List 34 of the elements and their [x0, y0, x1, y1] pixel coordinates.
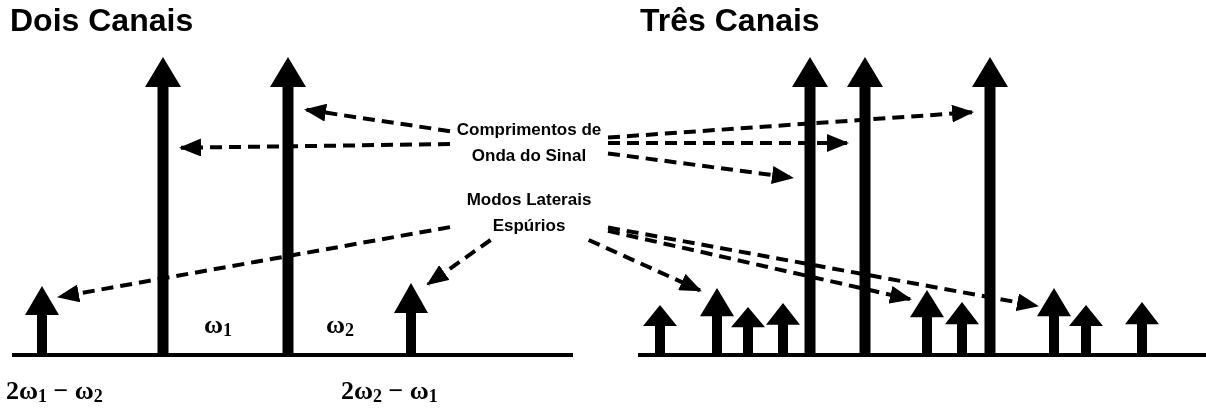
- frequency-label: 2ω$_{2}$ − ω$_{1}$: [341, 376, 438, 406]
- dashed-arrow: [426, 238, 492, 286]
- spectral-line-icon: [792, 57, 828, 355]
- callout-label: Comprimentos de Onda do Sinal: [450, 116, 608, 170]
- spectral-line-icon: [731, 307, 765, 355]
- spectral-line-icon: [700, 288, 734, 355]
- spectral-line-icon: [910, 290, 944, 355]
- dashed-arrow: [179, 138, 451, 157]
- dashed-arrow: [608, 134, 849, 152]
- spectral-line-icon: [270, 57, 306, 355]
- spectral-line-icon: [643, 305, 677, 355]
- dashed-arrow: [607, 151, 794, 184]
- spectral-line-icon: [25, 286, 59, 355]
- spectral-line-icon: [766, 303, 800, 355]
- frequency-label: 2ω$_{1}$ − ω$_{2}$: [6, 376, 103, 406]
- dashed-arrow: [607, 104, 974, 140]
- dashed-arrow: [607, 225, 1039, 312]
- spectral-line-icon: [1069, 305, 1103, 355]
- panel-title: Três Canais: [640, 2, 820, 38]
- callout-label: Modos Laterais Espúrios: [450, 186, 608, 240]
- dashed-arrow: [587, 238, 702, 293]
- dashed-arrow: [607, 228, 912, 304]
- dashed-arrow: [304, 103, 451, 134]
- panel-title: Dois Canais: [10, 2, 194, 38]
- frequency-label: ω$_{2}$: [326, 310, 354, 340]
- spectral-line-icon: [847, 57, 883, 355]
- spectral-line-icon: [945, 302, 979, 355]
- frequency-label: ω$_{1}$: [204, 310, 232, 340]
- dashed-arrow: [57, 225, 451, 303]
- spectral-line-icon: [1037, 288, 1071, 355]
- spectral-line-icon: [972, 57, 1008, 355]
- spectral-line-icon: [394, 283, 428, 355]
- spectral-line-icon: [145, 57, 181, 355]
- spectral-line-icon: [1125, 302, 1159, 355]
